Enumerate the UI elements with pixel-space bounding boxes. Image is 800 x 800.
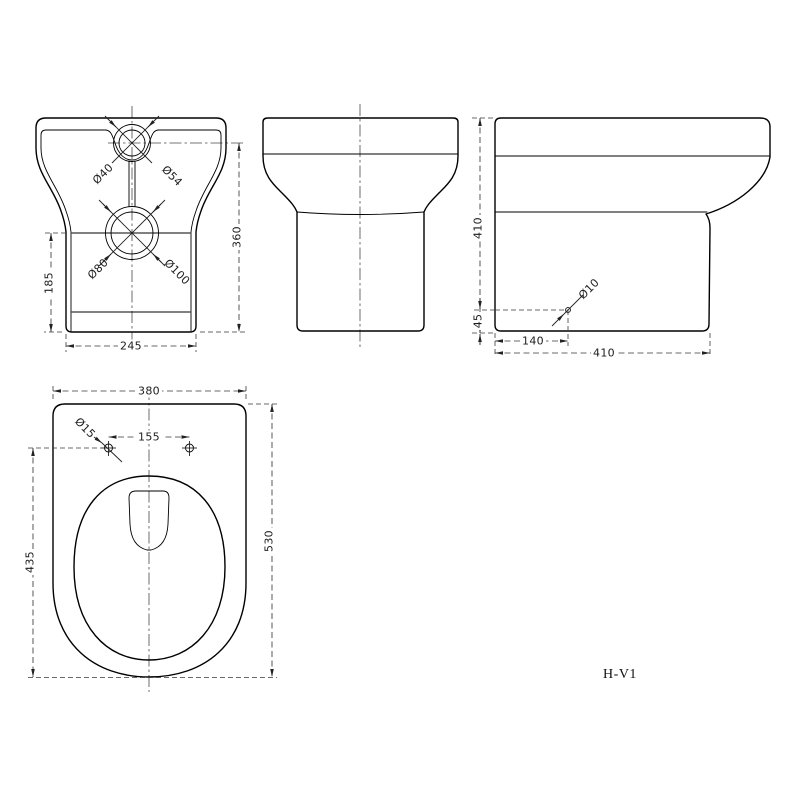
- svg-text:185: 185: [43, 272, 56, 294]
- inlet-outer-circle: [113, 124, 151, 162]
- front-view: [262, 104, 459, 350]
- outlet-arrow-lr: [152, 253, 166, 267]
- inlet-arrow-right: [147, 115, 160, 128]
- outlet-outer-diameter-label: Ø100: [161, 256, 192, 287]
- dim-45-label: 45: [471, 312, 485, 330]
- side-view: Ø10 410 45 140 410: [471, 117, 771, 360]
- plan-view: Ø15 155 380 530 435: [23, 384, 277, 692]
- drawing-code: H-V1: [603, 667, 637, 682]
- plan-outer-outline: [52, 403, 247, 678]
- svg-text:Ø80: Ø80: [85, 256, 111, 282]
- dim-155-label: 155: [136, 430, 162, 444]
- svg-text:245: 245: [120, 340, 142, 353]
- side-view-outline: [494, 117, 771, 332]
- dim-140-label: 140: [520, 334, 546, 348]
- plan-bowl-rim: [73, 475, 226, 661]
- inlet-diagonal-leader-2: [111, 122, 153, 164]
- svg-text:380: 380: [138, 385, 160, 398]
- outlet-arrow-ul: [98, 199, 112, 213]
- inlet-outer-diameter-label: Ø54: [159, 163, 185, 189]
- side-hole-leader-line: [563, 294, 584, 315]
- svg-text:360: 360: [231, 226, 244, 248]
- outlet-arrow-ll: [98, 253, 112, 267]
- svg-text:435: 435: [24, 551, 37, 573]
- side-hole-leader-arrow: [551, 313, 565, 327]
- svg-text:Ø100: Ø100: [161, 256, 192, 287]
- dim-410h-label: 410: [471, 215, 485, 241]
- svg-text:Ø54: Ø54: [159, 163, 185, 189]
- outlet-inner-circle: [110, 211, 154, 255]
- svg-text:45: 45: [472, 314, 485, 329]
- back-view-outer-outline: [35, 117, 227, 333]
- plan-hole-leader-line: [101, 442, 123, 463]
- plan-hole-leader-arrow: [93, 436, 103, 444]
- inlet-inner-diameter-label: Ø40: [90, 161, 116, 187]
- dim-245-label: 245: [118, 339, 144, 353]
- dim-410d-label: 410: [591, 346, 617, 360]
- back-view-inner-outline-left: [40, 147, 72, 332]
- back-view-inner-outline: [40, 129, 222, 332]
- plan-flush-dome: [128, 490, 170, 551]
- dim-360-label: 360: [230, 224, 244, 250]
- outlet-diagonal-leader-2: [102, 203, 162, 263]
- svg-text:530: 530: [263, 530, 276, 552]
- inlet-inner-circle: [118, 129, 146, 157]
- outlet-inner-diameter-label: Ø80: [85, 256, 111, 282]
- front-view-waist-line: [296, 211, 425, 215]
- svg-text:410: 410: [472, 217, 485, 239]
- plan-right-hinge-hole: [182, 441, 197, 456]
- plan-left-hinge-hole: [101, 441, 116, 456]
- svg-text:410: 410: [593, 347, 615, 360]
- svg-text:Ø40: Ø40: [90, 161, 116, 187]
- outlet-arrow-ur: [152, 199, 166, 213]
- inlet-arrow-left: [104, 115, 117, 128]
- front-view-outline: [262, 117, 459, 332]
- dim-435-label: 435: [23, 549, 37, 575]
- dim-185-label: 185: [42, 270, 56, 296]
- dim-380-label: 380: [136, 384, 162, 398]
- svg-text:140: 140: [522, 335, 544, 348]
- outlet-outer-circle: [105, 206, 159, 260]
- svg-text:155: 155: [138, 431, 160, 444]
- dim-530-label: 530: [262, 528, 276, 554]
- back-view: Ø40 Ø54 Ø80 Ø100 360 18: [35, 106, 246, 353]
